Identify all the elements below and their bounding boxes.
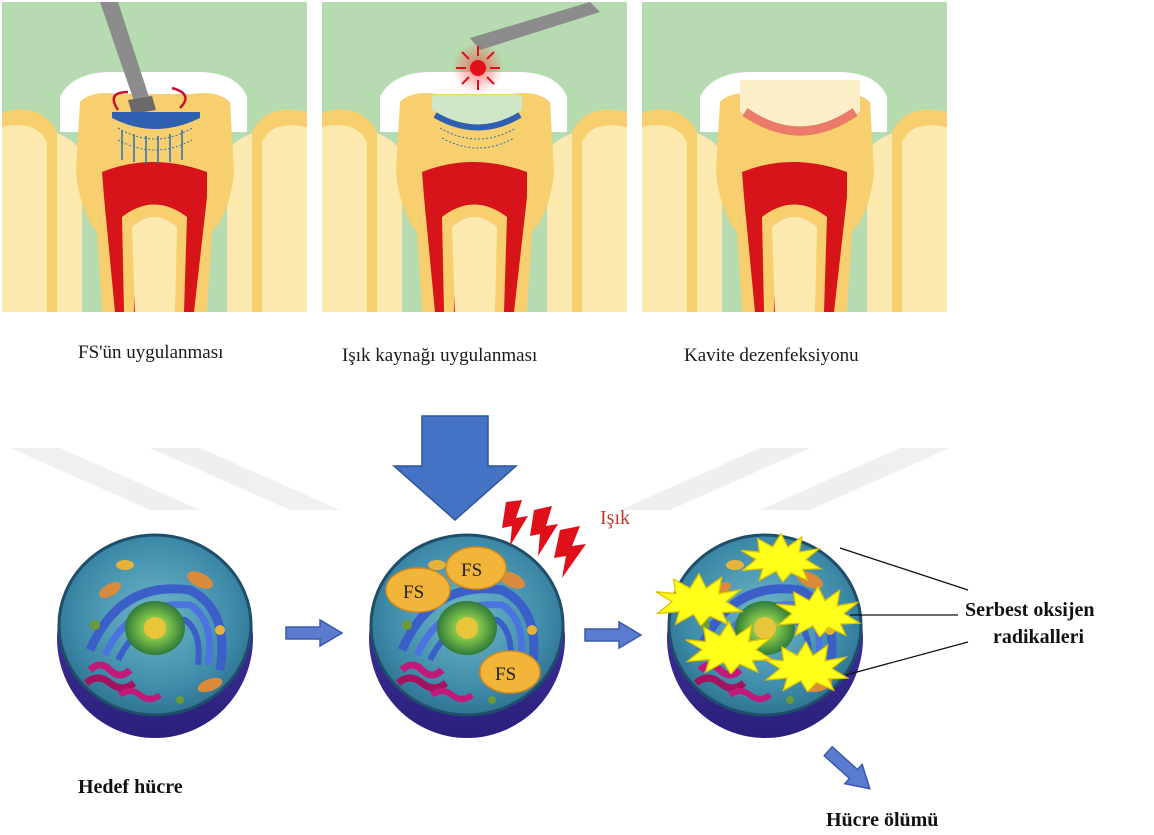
step-panel-2 <box>322 2 627 312</box>
flow-arrow-2 <box>585 622 641 648</box>
cell-death-label: Hücre ölümü <box>826 809 938 831</box>
death-arrow <box>819 742 878 799</box>
step-caption-3: Kavite dezenfeksiyonu <box>684 345 859 366</box>
light-label: Işık <box>600 507 630 529</box>
radicals-label-line1: Serbest oksijen <box>965 599 1094 621</box>
down-arrow <box>394 416 516 520</box>
step-caption-1: FS'ün uygulanması <box>78 342 223 363</box>
radicals-label-line2: radikalleri <box>993 626 1085 648</box>
fs-label-2: FS <box>461 560 482 581</box>
cell-with-photosensitizer: FS FS FS <box>369 535 565 738</box>
flow-arrow-1 <box>286 620 342 646</box>
step-caption-2: Işık kaynağı uygulanması <box>342 345 537 366</box>
fs-label-3: FS <box>495 664 516 685</box>
step-panel-3 <box>642 2 947 312</box>
fs-label-1: FS <box>403 582 424 603</box>
target-cell <box>57 535 253 738</box>
cell-with-radicals <box>656 534 863 738</box>
target-cell-label: Hedef hücre <box>78 776 183 798</box>
step-panel-1 <box>2 2 307 312</box>
